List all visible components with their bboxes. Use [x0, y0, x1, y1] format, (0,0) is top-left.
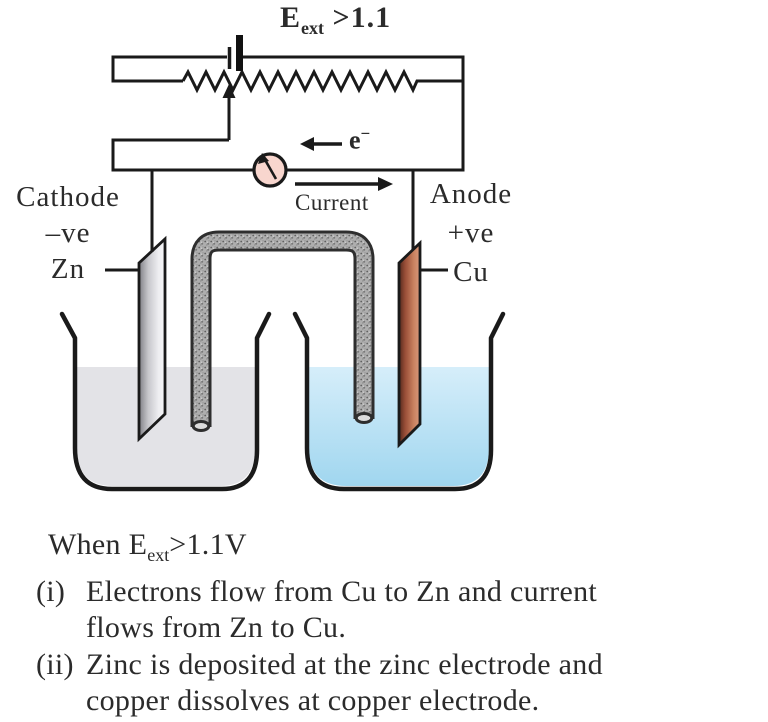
caption-item-1-continued: flows from Zn to Cu. [86, 611, 347, 644]
battery-icon [227, 35, 243, 71]
external-emf-label: Eext >1.1 [280, 1, 391, 39]
circuit-wires [105, 55, 465, 272]
caption-condition: When Eext>1.1V [48, 528, 247, 565]
anode-labels: Anode +ve Cu [420, 175, 522, 292]
cathode-role-label: Cathode [16, 181, 120, 213]
emf-subscript: ext [301, 18, 324, 38]
rheostat-wiper-arrow-icon [222, 84, 236, 98]
caption-text: When Eext>1.1V (i) Electrons flow from C… [36, 527, 762, 720]
right-beaker [292, 311, 506, 492]
salt-bridge-right-opening [354, 412, 374, 424]
zinc-electrode [137, 235, 167, 443]
anode-charge-label: +ve [447, 217, 495, 249]
salt-bridge [190, 230, 375, 432]
caption-item-1: (i) Electrons flow from Cu to Zn and cur… [36, 574, 598, 608]
caption-item-2: (ii) Zinc is deposited at the zinc elect… [36, 647, 603, 681]
current-arrow-icon [295, 177, 393, 191]
emf-comparison: >1.1 [324, 1, 392, 34]
circuit-drawing [59, 35, 506, 492]
electron-label: e− [349, 124, 371, 155]
caption-item-2-continued: copper dissolves at copper electrode. [86, 684, 540, 717]
electron-flow-arrow-icon [300, 137, 342, 151]
cathode-element-label: Zn [50, 253, 86, 285]
anode-role-label: Anode [429, 178, 513, 210]
galvanometer-icon [252, 152, 288, 188]
anode-element-label: Cu [453, 256, 489, 288]
left-beaker [59, 311, 272, 492]
resistor-icon [181, 68, 463, 94]
emf-symbol: E [280, 1, 302, 34]
cathode-charge-label: –ve [45, 217, 91, 249]
salt-bridge-left-opening [191, 420, 211, 432]
copper-electrode [397, 239, 422, 449]
current-label: Current [295, 190, 369, 215]
cathode-labels: Cathode –ve Zn [2, 179, 134, 287]
